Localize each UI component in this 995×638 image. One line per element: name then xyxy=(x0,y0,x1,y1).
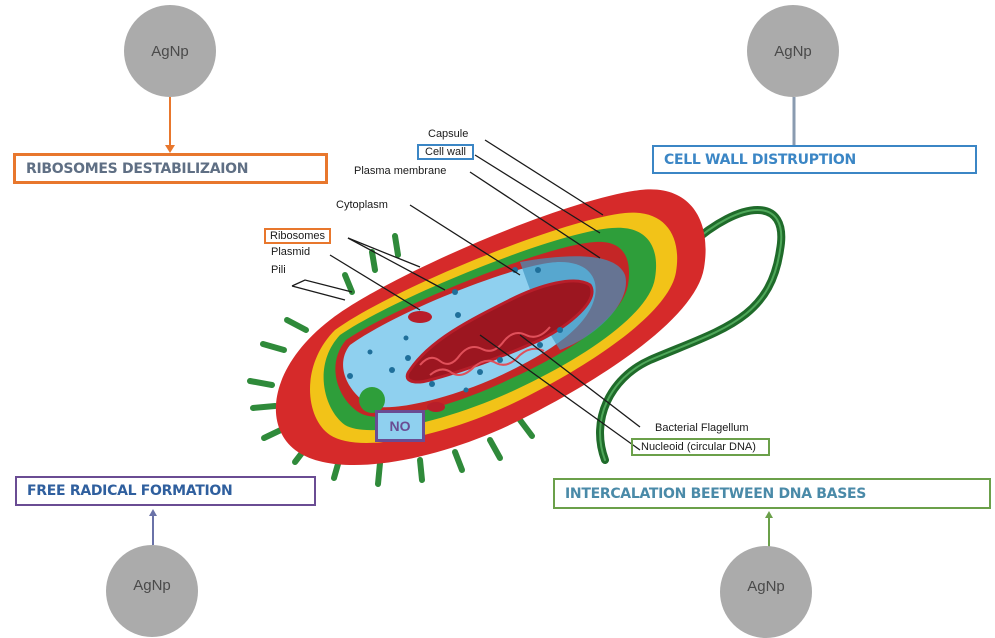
mechanism-label: RIBOSOMES DESTABILIZAION xyxy=(26,161,248,177)
agnp-particle-top-right: AgNp xyxy=(747,5,839,97)
mechanism-label: FREE RADICAL FORMATION xyxy=(27,483,232,499)
mechanism-box-ribosomes: RIBOSOMES DESTABILIZAION xyxy=(13,153,328,184)
label-plasma-membrane: Plasma membrane xyxy=(354,165,446,177)
mechanism-label: CELL WALL DISTRUPTION xyxy=(664,152,856,168)
agnp-label: AgNp xyxy=(747,578,785,595)
label-plasmid: Plasmid xyxy=(271,246,310,258)
label-ribosomes: Ribosomes xyxy=(264,228,331,244)
mechanism-box-free-radical: FREE RADICAL FORMATION xyxy=(15,476,316,506)
label-cell-wall: Cell wall xyxy=(417,144,474,160)
plasmid-2 xyxy=(427,402,445,412)
label-no: NO xyxy=(375,410,425,442)
label-cytoplasm: Cytoplasm xyxy=(336,199,388,211)
arrowhead-bottom-left xyxy=(149,509,157,516)
agnp-label: AgNp xyxy=(151,43,189,60)
mechanism-label: INTERCALATION BEETWEEN DNA BASES xyxy=(565,486,866,502)
label-nucleoid: Nucleoid (circular DNA) xyxy=(631,438,770,456)
arrowhead-top-left xyxy=(165,145,175,153)
label-flagellum: Bacterial Flagellum xyxy=(655,422,749,434)
plasmid-1 xyxy=(408,311,432,323)
mechanism-box-intercalation: INTERCALATION BEETWEEN DNA BASES xyxy=(553,478,991,509)
arrowhead-bottom-right xyxy=(765,511,773,518)
agnp-label: AgNp xyxy=(133,577,171,594)
agnp-particle-top-left: AgNp xyxy=(124,5,216,97)
agnp-particle-bottom-right: AgNp xyxy=(720,546,812,638)
mechanism-box-cell-wall: CELL WALL DISTRUPTION xyxy=(652,145,977,174)
agnp-particle-bottom-left: AgNp xyxy=(106,545,198,637)
label-capsule: Capsule xyxy=(428,128,468,140)
agnp-label: AgNp xyxy=(774,43,812,60)
label-pili: Pili xyxy=(271,264,286,276)
